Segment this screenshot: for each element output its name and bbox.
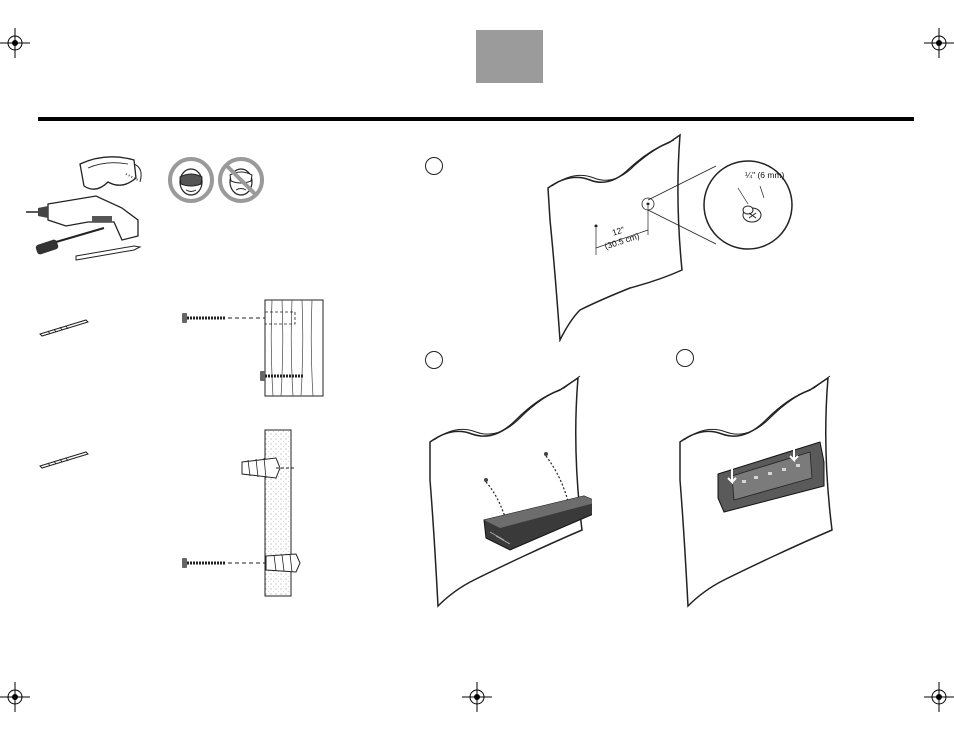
drywall-anchor-diagram xyxy=(180,428,305,598)
wall-anchor-icon xyxy=(266,554,300,572)
no-eye-protection-icon xyxy=(218,157,264,203)
hole-size-label: ¼" (6 mm) xyxy=(745,170,784,180)
mounted-product-diagram xyxy=(674,370,842,610)
registration-mark-icon xyxy=(462,682,492,712)
drill-bit-icon xyxy=(38,318,90,338)
eye-protection-icon xyxy=(168,157,214,203)
wood-stud-diagram xyxy=(180,298,330,398)
hole-mark xyxy=(595,225,598,228)
wall-anchor-icon xyxy=(242,458,280,478)
hang-bracket-diagram xyxy=(424,370,592,610)
step-number-3 xyxy=(676,349,694,367)
drill-bit-icon xyxy=(38,450,90,470)
registration-mark-icon xyxy=(0,682,30,712)
step-number-1 xyxy=(425,157,443,175)
registration-mark-icon xyxy=(924,28,954,58)
tools-illustration xyxy=(26,150,151,265)
screwdriver-icon xyxy=(35,228,104,255)
screw-icon xyxy=(182,313,226,323)
registration-mark-icon xyxy=(924,682,954,712)
step-number-2 xyxy=(425,351,443,369)
header-rule xyxy=(38,117,914,121)
pencil-icon xyxy=(76,246,140,260)
goggles-icon xyxy=(80,157,141,189)
section-tab xyxy=(476,30,543,83)
registration-mark-icon xyxy=(0,28,30,58)
screw-icon xyxy=(182,558,226,568)
